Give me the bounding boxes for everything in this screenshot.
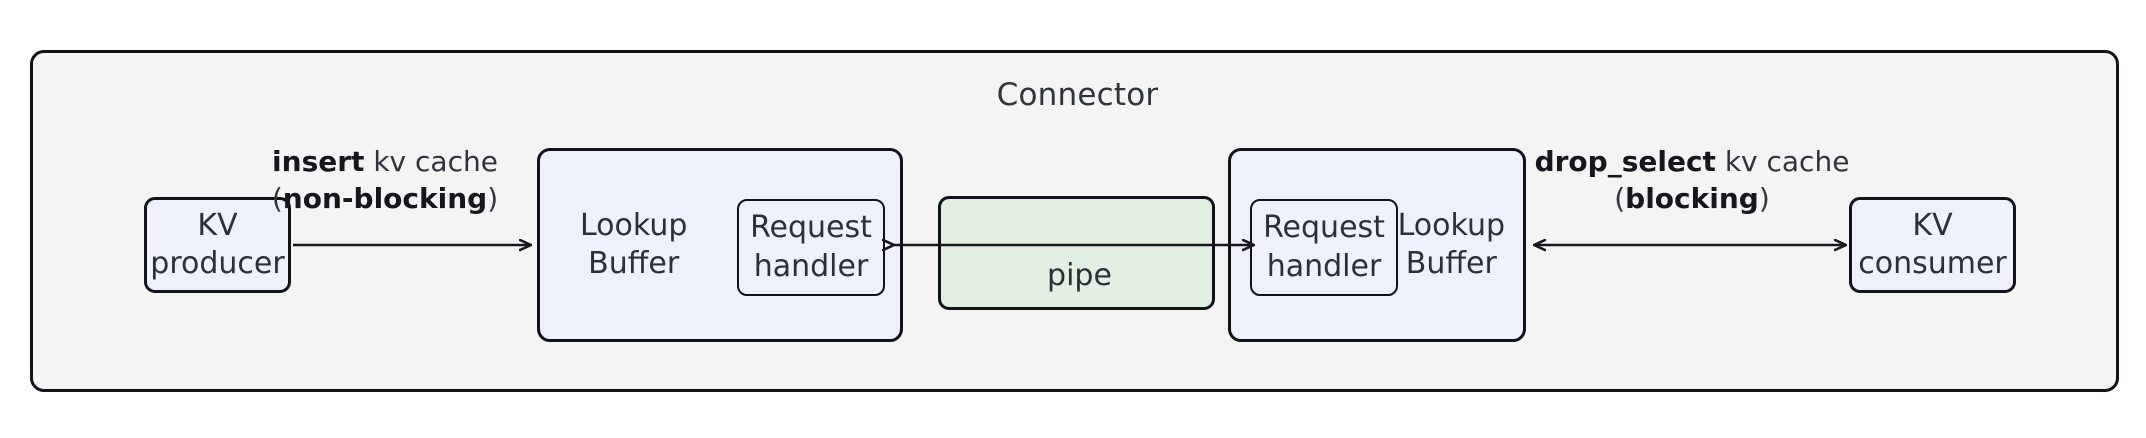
insert-edge-label: insert kv cache (non-blocking) — [255, 144, 515, 218]
request-handler-right-line-1: Request — [1263, 210, 1385, 246]
request-handler-left-line-1: Request — [750, 210, 872, 246]
lookup-buffer-right-node: Request handler Lookup Buffer — [1228, 148, 1526, 342]
insert-edge-label-line-1: insert kv cache — [255, 144, 515, 181]
kv-producer-line-1: KV — [197, 207, 238, 243]
insert-edge-label-paren-open: ( — [271, 181, 283, 215]
drop-select-edge-label-mode: blocking — [1625, 181, 1759, 215]
kv-producer-node: KV producer — [144, 197, 291, 293]
pipe-label: pipe — [1047, 258, 1112, 293]
connector-title: Connector — [996, 77, 1159, 113]
lookup-buffer-left-line-1: Lookup — [580, 207, 688, 243]
lookup-buffer-left-node: Lookup Buffer Request handler — [537, 148, 903, 342]
drop-select-edge-label-rest: kv cache — [1715, 145, 1850, 178]
lookup-buffer-left-label: Lookup Buffer — [580, 207, 687, 284]
request-handler-left-node: Request handler — [737, 199, 885, 296]
drop-select-edge-label-line-1: drop_select kv cache — [1532, 144, 1852, 181]
insert-edge-label-paren-close: ) — [487, 181, 499, 215]
kv-producer-line-2: producer — [150, 246, 285, 281]
kv-consumer-node: KV consumer — [1849, 197, 2016, 293]
kv-consumer-line-1: KV — [1912, 207, 1953, 243]
lookup-buffer-right-label: Lookup Buffer — [1398, 207, 1505, 284]
request-handler-left-line-2: handler — [753, 248, 869, 284]
insert-edge-label-line-2: (non-blocking) — [255, 181, 515, 218]
drop-select-edge-label: drop_select kv cache (blocking) — [1532, 144, 1852, 218]
lookup-buffer-right-line-2: Buffer — [1405, 246, 1497, 281]
lookup-buffer-right-line-1: Lookup — [1397, 207, 1505, 243]
lookup-buffer-left-line-2: Buffer — [588, 246, 680, 281]
pipe-node: pipe — [938, 196, 1215, 310]
insert-edge-label-keyword: insert — [272, 145, 365, 178]
drop-select-edge-label-keyword: drop_select — [1534, 145, 1716, 178]
insert-edge-label-mode: non-blocking — [282, 181, 488, 215]
drop-select-edge-label-paren-close: ) — [1758, 181, 1770, 215]
kv-consumer-line-2: consumer — [1858, 246, 2007, 281]
drop-select-edge-label-paren-open: ( — [1614, 181, 1626, 215]
request-handler-right-node: Request handler — [1250, 199, 1398, 296]
drop-select-edge-label-line-2: (blocking) — [1532, 181, 1852, 218]
insert-edge-label-rest: kv cache — [364, 145, 498, 178]
request-handler-right-line-2: handler — [1266, 248, 1382, 284]
